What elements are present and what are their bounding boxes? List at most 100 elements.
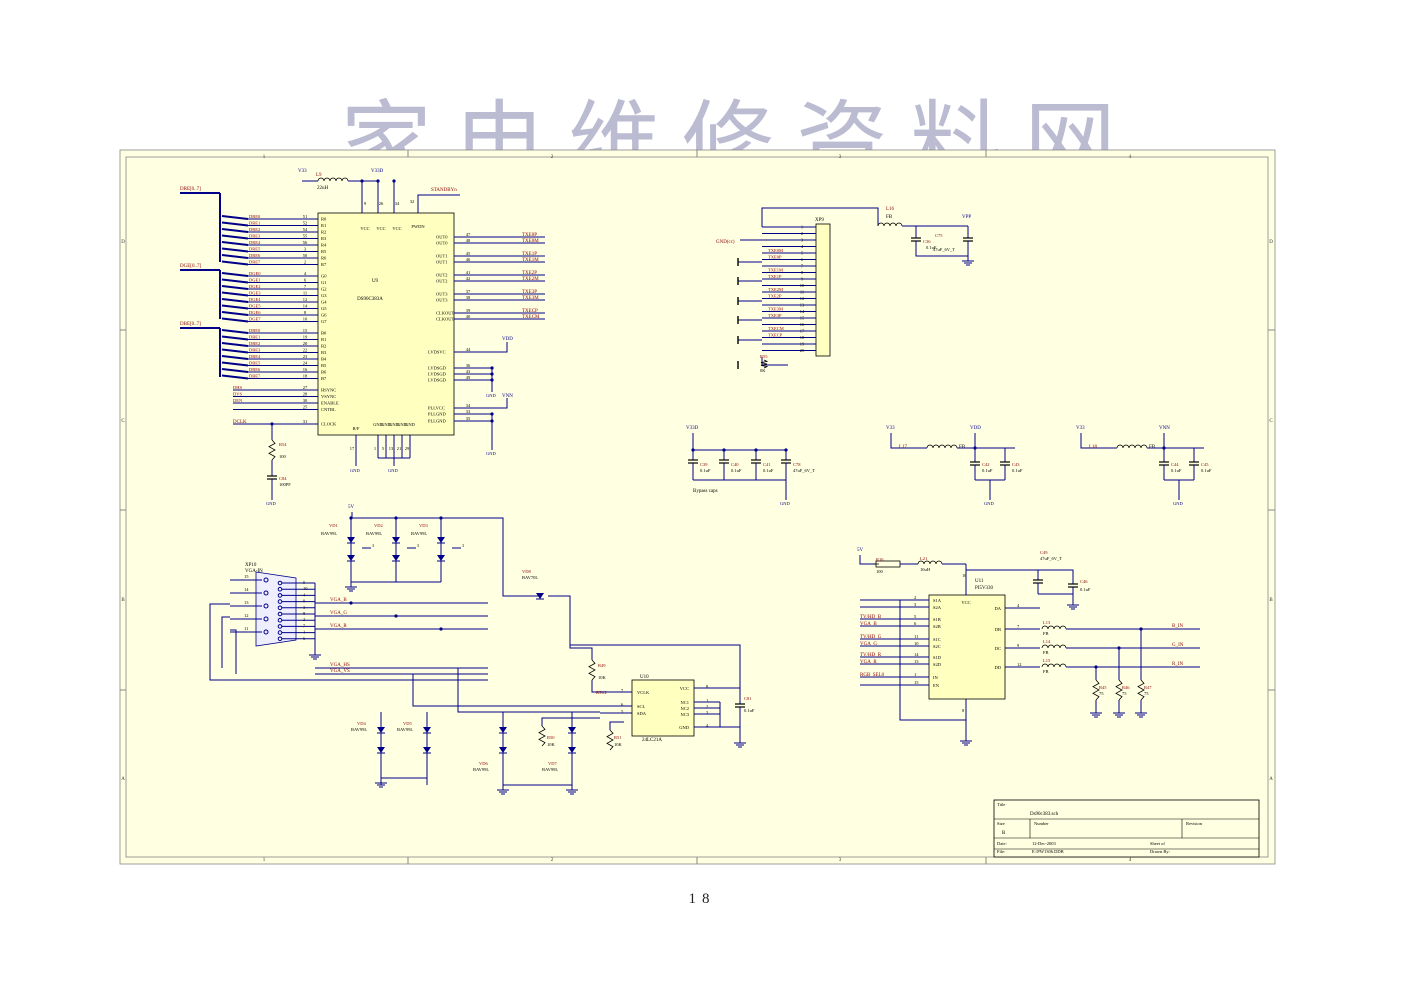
output-net: TXE2P: [522, 271, 537, 276]
xp9-net: TXE0P: [768, 255, 782, 260]
bead-value: FB: [1043, 669, 1049, 674]
pin-num: 5: [914, 614, 917, 619]
r-ref: R46: [1122, 685, 1130, 690]
r-value: 75: [1099, 691, 1104, 696]
l21: [935, 560, 943, 565]
gnd-label: GND: [388, 468, 398, 473]
u10-pin: GND: [679, 725, 689, 730]
wire: [570, 644, 741, 689]
input-net: DBE0: [249, 328, 261, 333]
u11-pin: S1A: [933, 598, 942, 603]
cap-value: 0.1uF: [982, 468, 993, 473]
row-label: D: [121, 240, 125, 245]
u10-part: 24LC21A: [642, 738, 662, 743]
vga-pin-dot: [277, 617, 283, 623]
cap-ref: C78: [793, 462, 801, 467]
pin-num: 54: [303, 227, 308, 232]
wire: [209, 603, 488, 681]
junction-dot: [394, 516, 398, 520]
pin-num: 10: [914, 641, 919, 646]
v33d-label: V33D: [371, 169, 384, 174]
u11-net: TV/HD_R: [860, 653, 882, 658]
diode-ref: VD5: [403, 721, 412, 726]
pin-num: 52: [303, 221, 308, 226]
u11-pin: DB: [995, 627, 1001, 632]
bus-entry: [221, 215, 249, 220]
xp9-ref: XP9: [815, 218, 824, 223]
l17: [950, 444, 958, 449]
input-pin: G2: [321, 287, 327, 292]
r50: [538, 725, 546, 747]
sheet-label: Sheet of: [1150, 841, 1165, 846]
u11-net: TV/HD_G: [860, 635, 882, 640]
input-net: DRE4: [249, 240, 261, 245]
input-pin: R7: [321, 262, 327, 267]
pwdn-pin: PWDN: [411, 224, 425, 229]
gnd-pin: GND: [405, 422, 415, 427]
bus-entry: [221, 304, 249, 310]
title-block: [993, 799, 1260, 858]
pin-num: 8: [304, 310, 307, 315]
output-pin: CLKOUT: [436, 317, 454, 322]
u11-pin: DD: [995, 665, 1002, 670]
xp10-ref: XP10: [245, 563, 257, 568]
pin-num: 12: [1017, 662, 1022, 667]
u9-part: DS90C383A: [357, 297, 383, 302]
file-label: File:: [997, 849, 1005, 854]
diode-ref: VD1: [329, 523, 338, 528]
inductor-ref: L17: [899, 445, 908, 450]
bus-entry: [221, 260, 249, 266]
u11-net: VGA_R: [860, 660, 877, 665]
pin-num: 14: [244, 587, 249, 592]
cap-ref: C41: [763, 462, 771, 467]
pin-num: 5: [621, 709, 624, 714]
input-net: DBE3: [249, 348, 261, 353]
output-pin: OUT3: [436, 292, 448, 297]
rail-label: VDD: [970, 426, 981, 431]
u11-pin: S2B: [933, 624, 941, 629]
pin-num: 28: [303, 392, 308, 397]
vga-net: VGA_R: [330, 624, 347, 629]
diode-part: BAV99L: [411, 531, 427, 536]
5v-label: 5V: [348, 505, 355, 510]
column-label: 1: [263, 858, 266, 863]
pin-num: 6: [801, 257, 804, 262]
pin-num: 39: [466, 308, 471, 313]
column-label: 2: [551, 155, 554, 160]
input-pin: B0: [321, 331, 327, 336]
r49-value: 10K: [598, 675, 607, 680]
wire: [541, 717, 600, 726]
cap-ref: C42: [982, 462, 990, 467]
pin-num: 44: [466, 347, 471, 352]
pin-num: 19: [800, 342, 805, 347]
vga-pin-dot: [277, 593, 283, 598]
input-pin: R4: [321, 243, 327, 248]
gnd-label: GND: [350, 468, 360, 473]
u11-out-net: B_IN: [1172, 624, 1184, 629]
r50-value: 10K: [547, 742, 556, 747]
r54-ref: R54: [279, 442, 287, 447]
column-label: 4: [1129, 155, 1132, 160]
xp9-net: TXE2M: [768, 287, 783, 292]
pin-num: 11: [800, 290, 804, 295]
output-pin: OUT3: [436, 298, 448, 303]
bus-entry: [221, 342, 249, 347]
input-net: DGE3: [249, 291, 261, 296]
row-label: B: [121, 598, 125, 603]
vga-pin-dot: [263, 590, 269, 596]
diode: [392, 537, 400, 543]
pin-num: 49: [466, 375, 471, 380]
bus-entry: [221, 298, 249, 303]
cap-value: 0.1uF: [731, 468, 742, 473]
diode-part: BAV99L: [366, 531, 382, 536]
input-net: DGE4: [249, 297, 261, 302]
wire: [899, 600, 967, 721]
diode: [437, 537, 445, 543]
bus-entry: [221, 221, 249, 227]
pin-num: 8: [962, 708, 965, 713]
clock-pin: CLOCK: [321, 422, 337, 427]
input-net: DRE6: [249, 253, 261, 258]
input-pin: R3: [321, 236, 327, 241]
output-pin: OUT2: [436, 273, 448, 278]
output-net: TXE1P: [522, 252, 537, 257]
